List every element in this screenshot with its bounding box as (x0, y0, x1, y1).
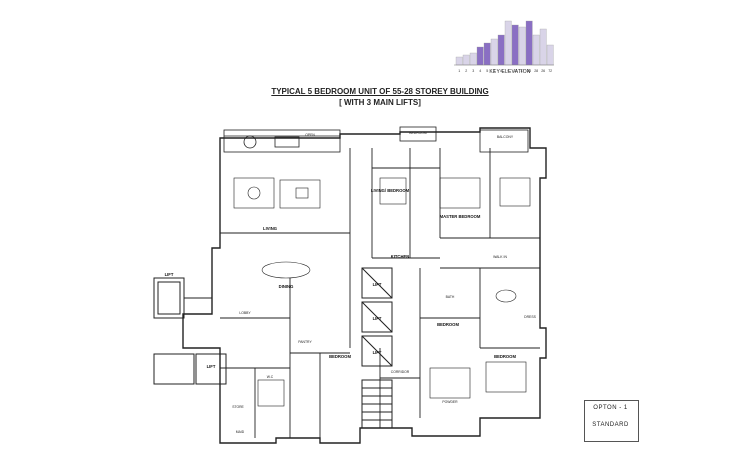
label-powder: POWDER (442, 400, 458, 404)
key-elevation-bars (454, 20, 554, 66)
label-lift-5: LIFT (207, 364, 216, 369)
key-elevation-tick: 5 (486, 69, 488, 73)
label-balcony: BALCONY (497, 135, 514, 139)
key-elevation-bar (476, 46, 484, 66)
label-lift-2: LIFT (373, 316, 382, 321)
label-kitchen: KITCHEN (391, 254, 410, 259)
key-elevation-bar (511, 24, 519, 66)
label-lift-3: LIFT (373, 350, 382, 355)
key-elevation-tick: 1 (458, 69, 460, 73)
key-elevation-tick: 7 (493, 69, 495, 73)
option-standard-label: STANDARD (592, 422, 629, 428)
key-elevation-tick: 23 (527, 69, 531, 73)
label-bedroom-2: BEDROOM (437, 322, 459, 327)
label-dining: DINING (279, 284, 294, 289)
key-elevation-bar (525, 20, 533, 66)
key-elevation-tick: 72 (548, 69, 552, 73)
key-elevation-bar (539, 28, 547, 66)
outer-walls (182, 127, 547, 444)
label-living: LIVING (263, 226, 277, 231)
label-bath: BATH (446, 295, 455, 299)
key-elevation-bar (462, 54, 470, 66)
label-bedroom-3: BEDROOM (494, 354, 516, 359)
label-walk-in: WALK IN (493, 255, 507, 259)
label-corridor: CORRIDOR (391, 370, 410, 374)
key-elevation-bar (518, 26, 526, 66)
key-elevation-bar (532, 34, 540, 66)
key-elevation-bar (546, 44, 554, 66)
label-pantry: PANTRY (298, 340, 312, 344)
key-elevation-bar (490, 38, 498, 66)
key-elevation-tick: 4 (479, 69, 481, 73)
label-lift-1: LIFT (373, 282, 382, 287)
key-elevation-title: KEY ELEVATION (489, 69, 531, 75)
key-elevation-bar (483, 42, 491, 66)
label-store: STORE (232, 405, 244, 409)
label-lift-4: LIFT (165, 272, 174, 277)
key-elevation-tick: 26 (541, 69, 545, 73)
key-elevation-bar (504, 20, 512, 66)
key-elevation-tick: 12 (513, 69, 517, 73)
key-elevation-tick: 8 (500, 69, 502, 73)
key-elevation-tick: 17 (520, 69, 524, 73)
plan-title: TYPICAL 5 BEDROOM UNIT OF 55-28 STOREY B… (271, 87, 489, 96)
key-elevation-bar (497, 34, 505, 66)
key-elevation-tick: 9 (507, 69, 509, 73)
interior-walls (220, 148, 540, 438)
label-dress: DRESS (524, 315, 536, 319)
label-bedroom-1: BEDROOM (329, 354, 351, 359)
service-lifts (153, 277, 227, 385)
key-elevation-tick: 3 (472, 69, 474, 73)
lift-core (361, 267, 393, 429)
label-living-bedroom: LIVING/ BEDROOM (371, 188, 410, 193)
label-wc: W.C (267, 375, 274, 379)
balcony-deck (223, 126, 529, 153)
key-elevation-tick: 28 (534, 69, 538, 73)
option-label: OPTON - 1 (593, 405, 628, 411)
floor-plan: OPEN BALCONY BEDROOM LIVING LIVING/ BEDR… (153, 126, 547, 444)
label-master-bedroom: MASTER BEDROOM (440, 214, 481, 219)
label-open: OPEN (305, 133, 315, 137)
living-furniture (233, 177, 531, 407)
plan-subtitle: [ WITH 3 MAIN LIFTS] (339, 98, 421, 107)
key-elevation-tick: 2 (465, 69, 467, 73)
label-lobby: LOBBY (239, 311, 251, 315)
key-elevation-bar (469, 52, 477, 66)
label-maid: MAID (236, 430, 245, 434)
key-elevation-bar (455, 56, 463, 66)
label-bedroom-top: BEDROOM (409, 131, 427, 135)
option-box (584, 400, 639, 442)
